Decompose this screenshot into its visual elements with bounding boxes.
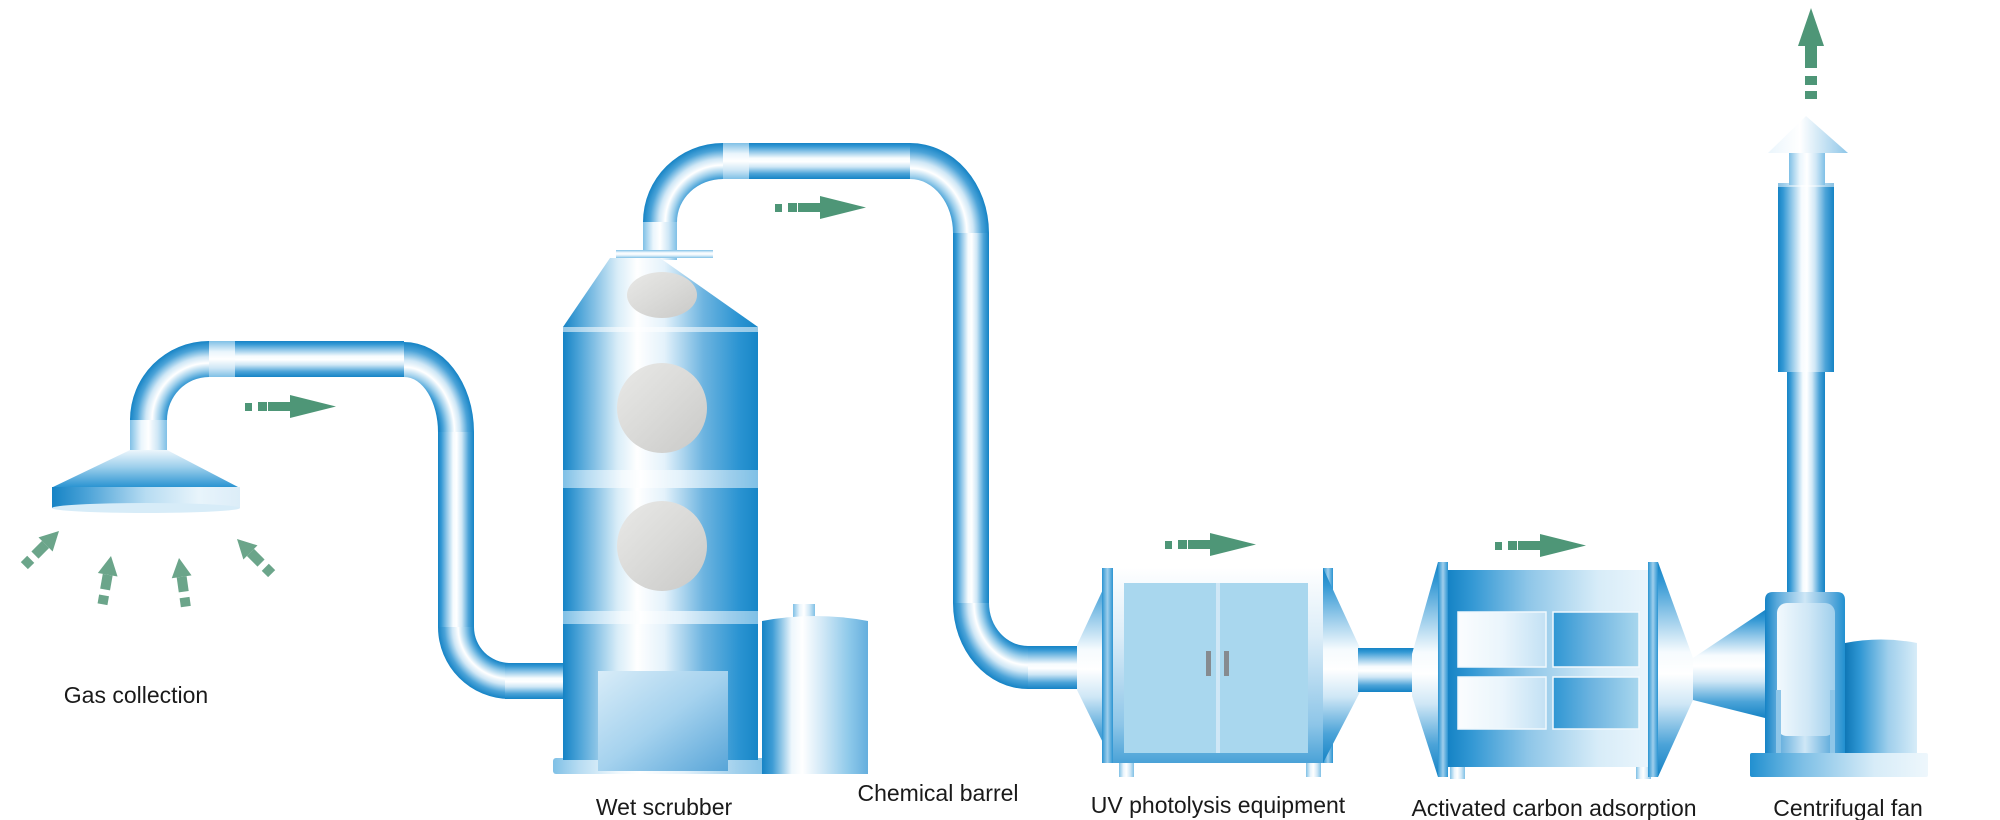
pipe-horizontal xyxy=(505,663,567,699)
carbon-panel xyxy=(1457,676,1547,730)
scrubber-joint-band xyxy=(563,470,758,488)
uv-end-plate xyxy=(1102,568,1113,763)
scrubber-joint-band xyxy=(563,611,758,624)
pipe-weld-ring xyxy=(723,143,749,179)
uv-to-carbon-pipe xyxy=(1358,648,1414,692)
stack-neck xyxy=(1789,150,1825,185)
fan-inlet-cone xyxy=(1693,610,1765,718)
pipe-elbow xyxy=(130,341,209,420)
uv-door-handle-right xyxy=(1224,651,1229,676)
scrubber-window-lower xyxy=(617,501,707,591)
flow-arrow-right-icon xyxy=(1495,534,1586,557)
carbon-cabinet xyxy=(1448,570,1648,767)
flow-arrow-right-icon xyxy=(775,196,866,219)
barrel-cap xyxy=(793,604,815,618)
pipe-elbow xyxy=(438,627,510,699)
hood-to-scrubber-pipe xyxy=(130,341,567,699)
suction-arrow-icon xyxy=(229,531,279,581)
uv-outlet-cone xyxy=(1323,568,1360,763)
carbon-inlet-cone xyxy=(1412,562,1438,777)
pipe-vertical xyxy=(438,432,474,627)
carbon-panel xyxy=(1552,676,1640,730)
hood-suction-arrows xyxy=(17,523,279,608)
pipe-vertical xyxy=(953,233,989,603)
flow-arrow-right-icon xyxy=(1165,533,1256,556)
hood-stub-pipe xyxy=(130,418,167,454)
carbon-foot xyxy=(1450,767,1465,779)
hood-rim-underside xyxy=(52,503,240,513)
gas-collection-unit xyxy=(17,450,279,608)
uv-door-right xyxy=(1220,583,1308,753)
carbon-end-plate xyxy=(1438,562,1448,777)
pipe-horizontal xyxy=(1028,646,1080,689)
scrubber-top-flange xyxy=(616,250,713,258)
scrubber-seam xyxy=(563,327,758,332)
suction-arrow-icon xyxy=(17,523,67,573)
stack-rain-cap xyxy=(1768,116,1848,153)
exhaust-arrow-icon xyxy=(1798,8,1824,99)
pipe-weld-ring xyxy=(209,341,235,377)
carbon-panel xyxy=(1552,611,1640,668)
activated-carbon-unit xyxy=(1412,562,1693,779)
flow-arrow-right-icon xyxy=(245,395,336,418)
pipe-elbow xyxy=(404,342,474,432)
label-wet-scrubber: Wet scrubber xyxy=(596,794,733,820)
fan-housing-panel xyxy=(1777,603,1835,736)
uv-photolysis-unit xyxy=(1077,568,1360,777)
stack-silencer-section xyxy=(1778,183,1834,372)
scrubber-access-door xyxy=(598,671,728,771)
label-centrifugal-fan: Centrifugal fan xyxy=(1773,795,1923,820)
label-uv-photolysis: UV photolysis equipment xyxy=(1091,792,1346,818)
label-chemical-barrel: Chemical barrel xyxy=(857,780,1018,806)
scrubber-to-uv-pipe xyxy=(643,143,1080,689)
suction-arrow-icon xyxy=(169,556,196,608)
centrifugal-fan-unit xyxy=(1693,8,1928,777)
carbon-end-plate xyxy=(1648,562,1658,777)
fan-base-plate xyxy=(1750,753,1928,777)
label-gas-collection: Gas collection xyxy=(64,682,208,708)
uv-door-handle-left xyxy=(1206,651,1211,676)
carbon-panel xyxy=(1457,611,1547,668)
scrubber-window-middle xyxy=(617,363,707,453)
fan-motor xyxy=(1845,639,1917,753)
pipe-elbow xyxy=(910,143,989,233)
uv-foot xyxy=(1119,763,1134,777)
uv-door-left xyxy=(1124,583,1216,753)
barrel-body xyxy=(762,616,868,774)
scrubber-window-top xyxy=(627,272,697,318)
label-activated-carbon: Activated carbon adsorption xyxy=(1411,795,1696,820)
fan-leg xyxy=(1830,690,1835,753)
fan-leg xyxy=(1776,690,1781,753)
pipe-horizontal xyxy=(209,341,404,377)
wet-scrubber-vessel xyxy=(553,250,771,774)
pipe-elbow xyxy=(643,143,723,222)
carbon-outlet-cone xyxy=(1658,562,1693,777)
hood-rim xyxy=(52,487,240,508)
uv-foot xyxy=(1306,763,1321,777)
pipe-elbow xyxy=(953,603,1028,689)
hood-cone xyxy=(53,450,238,487)
chemical-barrel-unit xyxy=(762,604,868,774)
carbon-foot xyxy=(1636,767,1651,779)
uv-door-gap xyxy=(1216,583,1220,753)
suction-arrow-icon xyxy=(92,554,121,606)
pipe-horizontal xyxy=(723,143,910,179)
stack-lower-pipe xyxy=(1787,370,1825,594)
